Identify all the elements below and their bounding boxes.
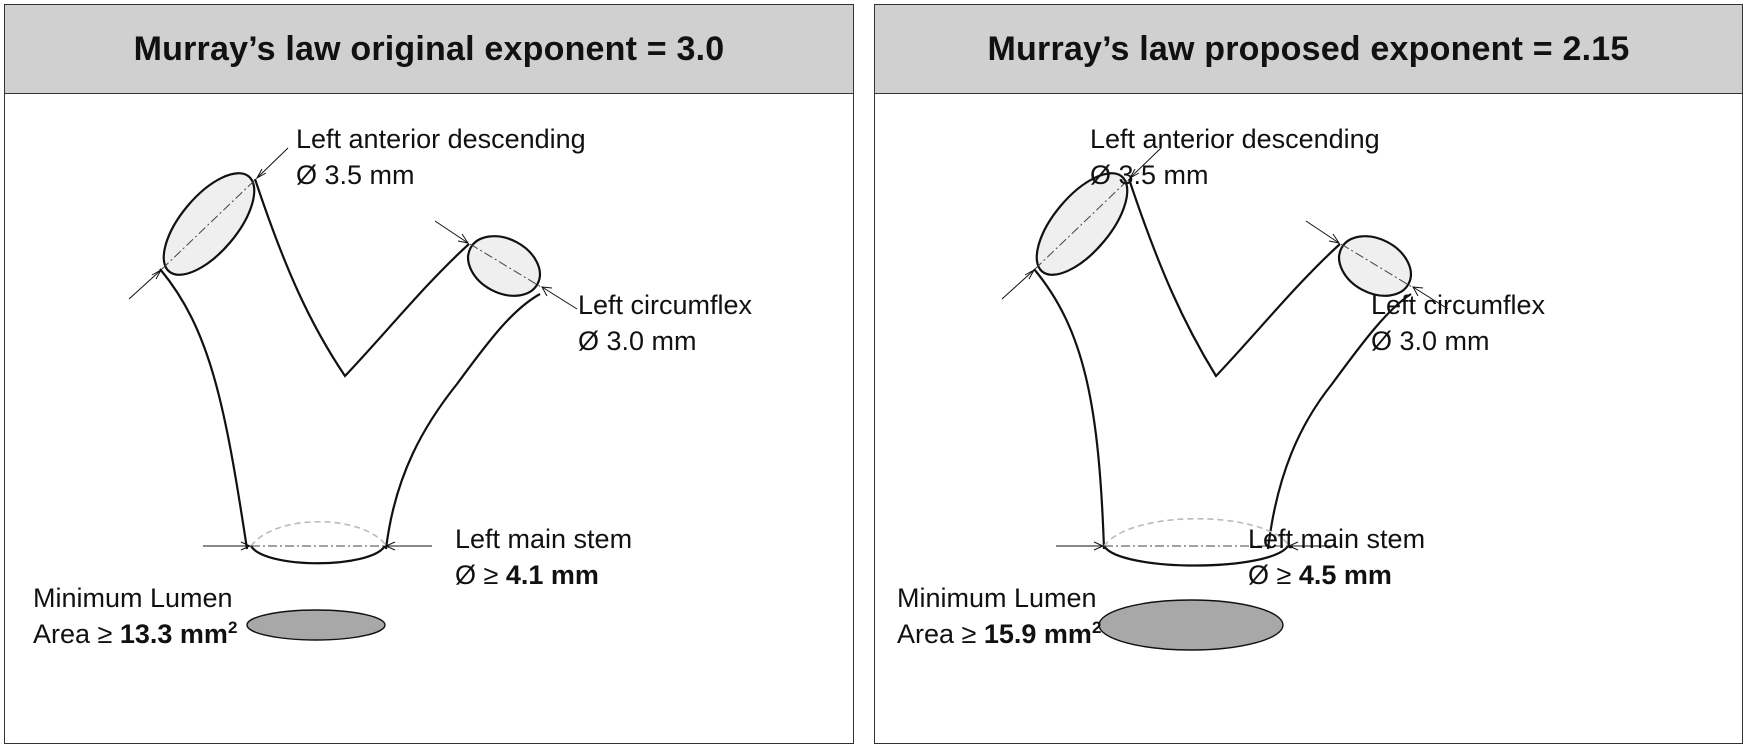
lad-label: Left anterior descending Ø 3.5 mm <box>296 121 586 193</box>
lad-centerline <box>1034 178 1130 270</box>
minimum-lumen-area-ellipse <box>1098 599 1284 651</box>
lad-name: Left anterior descending <box>1090 124 1380 154</box>
lms-value: 4.1 mm <box>505 560 599 590</box>
panel-header: Murray’s law original exponent = 3.0 <box>5 5 853 94</box>
mla-label: Minimum Lumen Area ≥ 15.9 mm2 <box>897 580 1101 652</box>
lad-diameter: Ø 3.5 mm <box>1090 160 1209 190</box>
panel-header: Murray’s law proposed exponent = 2.15 <box>875 5 1742 94</box>
lad-ostium <box>162 172 256 276</box>
lcx-ostium <box>1338 235 1412 297</box>
lms-value: 4.5 mm <box>1298 560 1392 590</box>
mla-line1: Minimum Lumen <box>897 583 1097 613</box>
lms-prefix: Ø ≥ <box>455 560 506 590</box>
lcx-centerline <box>1340 243 1413 288</box>
lad-diameter: Ø 3.5 mm <box>296 160 415 190</box>
lms-diameter: Ø ≥ 4.1 mm <box>455 557 632 593</box>
lcx-centerline <box>469 243 542 288</box>
lms-label: Left main stem Ø ≥ 4.1 mm <box>455 521 632 593</box>
lms-diameter: Ø ≥ 4.5 mm <box>1248 557 1425 593</box>
lcx-diameter: Ø 3.0 mm <box>1371 326 1490 356</box>
dimension-arrows <box>128 147 578 551</box>
lcx-name: Left circumflex <box>578 290 753 320</box>
mla-label: Minimum Lumen Area ≥ 13.3 mm2 <box>33 580 237 652</box>
lms-front-arc <box>250 545 386 565</box>
mla-line2: Area ≥ 13.3 mm2 <box>33 616 237 652</box>
mla-sup: 2 <box>227 618 238 637</box>
vessel-outline <box>159 178 541 550</box>
mla-sup: 2 <box>1091 618 1102 637</box>
panel-proposed-exponent: Murray’s law proposed exponent = 2.15 Le… <box>874 4 1743 744</box>
lad-name: Left anterior descending <box>296 124 586 154</box>
lcx-label: Left circumflex Ø 3.0 mm <box>578 287 752 359</box>
vessel-outline <box>1033 178 1412 550</box>
lms-name: Left main stem <box>455 524 633 554</box>
lad-centerline <box>161 178 257 270</box>
bifurcation-diagram <box>1001 147 1449 651</box>
dimension-arrows <box>1001 147 1449 551</box>
lms-back-arc <box>250 521 386 547</box>
lms-name: Left main stem <box>1248 524 1426 554</box>
lad-ostium <box>1035 172 1129 276</box>
lms-front-arc <box>1103 545 1289 567</box>
lms-label: Left main stem Ø ≥ 4.5 mm <box>1248 521 1425 593</box>
lcx-ostium <box>467 235 541 297</box>
lcx-label: Left circumflex Ø 3.0 mm <box>1371 287 1545 359</box>
mla-prefix: Area ≥ <box>897 619 984 649</box>
lcx-diameter: Ø 3.0 mm <box>578 326 697 356</box>
mla-prefix: Area ≥ <box>33 619 120 649</box>
bifurcation-diagram <box>128 147 578 641</box>
panel-title: Murray’s law original exponent = 3.0 <box>133 29 725 68</box>
panel-original-exponent: Murray’s law original exponent = 3.0 Lef… <box>4 4 854 744</box>
mla-value: 13.3 mm <box>119 619 228 649</box>
minimum-lumen-area-ellipse <box>246 609 386 641</box>
mla-value: 15.9 mm <box>983 619 1092 649</box>
lad-label: Left anterior descending Ø 3.5 mm <box>1090 121 1380 193</box>
mla-line1: Minimum Lumen <box>33 583 233 613</box>
lms-prefix: Ø ≥ <box>1248 560 1299 590</box>
panel-title: Murray’s law proposed exponent = 2.15 <box>987 29 1630 68</box>
mla-line2: Area ≥ 15.9 mm2 <box>897 616 1101 652</box>
lcx-name: Left circumflex <box>1371 290 1546 320</box>
